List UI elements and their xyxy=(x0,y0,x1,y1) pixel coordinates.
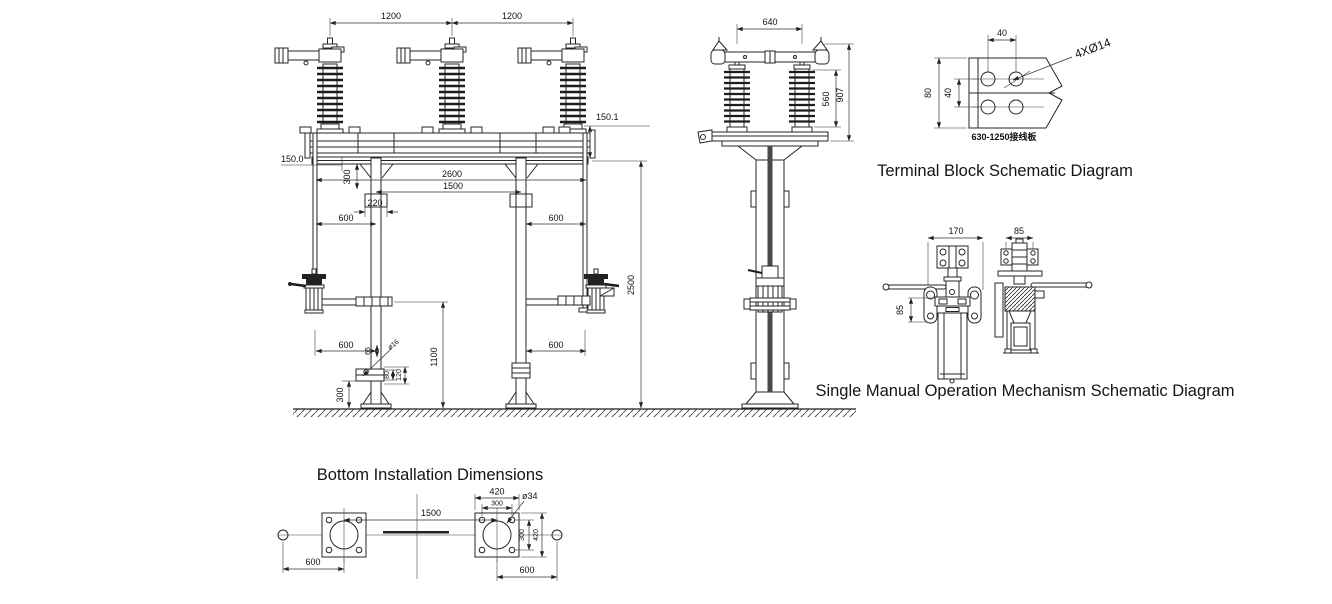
base-clamps xyxy=(299,126,571,134)
mounting-beam xyxy=(304,129,596,165)
terminal-hole xyxy=(1008,99,1024,115)
terminal-plate-label: 630-1250接线板 xyxy=(971,131,1037,142)
dim-bracket-height: 80 xyxy=(384,371,391,379)
dim-post-width: 220 xyxy=(367,198,382,208)
dim-post-spacing: 1500 xyxy=(443,181,463,191)
ground-bracket xyxy=(355,368,385,382)
operating-mechanism-right xyxy=(525,268,620,314)
dim-overall-height: 2500 xyxy=(626,275,636,295)
dim-600-upper-right: 600 xyxy=(548,213,563,223)
ground-line xyxy=(293,408,856,417)
dim-insulator-height: 560 xyxy=(821,91,831,106)
dim-600-lower-left: 600 xyxy=(338,340,353,350)
dim-600-upper-left: 600 xyxy=(338,213,353,223)
holes-note: 4XØ14 xyxy=(1073,35,1113,61)
dim-mech-front-width: 170 xyxy=(948,226,963,236)
side-base-frame xyxy=(697,129,829,161)
terminal-block-title: Terminal Block Schematic Diagram xyxy=(877,162,1133,180)
dim-hole-pitch-h: 40 xyxy=(997,28,1007,38)
dim-plate-height: 80 xyxy=(923,88,933,98)
dim-span-left: 1200 xyxy=(381,11,401,21)
dim-offset-top: 300 xyxy=(342,169,352,184)
dim-hole-pitch-v: 40 xyxy=(943,88,953,98)
top-blade xyxy=(710,37,830,65)
mechanism-title: Single Manual Operation Mechanism Schema… xyxy=(815,382,1234,400)
anchor-point-right xyxy=(551,529,563,541)
mechanism-side-view: 85 xyxy=(994,226,1093,354)
dim-side-overall-height: 907 xyxy=(835,87,845,102)
anchor-point-left xyxy=(277,529,289,541)
dim-top-width: 640 xyxy=(762,17,777,27)
front-view: 1200 1200 150.1 150.0 300 2600 1500 220 … xyxy=(273,11,856,417)
bottom-view-title: Bottom Installation Dimensions xyxy=(317,466,544,484)
dim-anchor-offset-right: 600 xyxy=(519,565,534,575)
bottom-installation-view: Bottom Installation Dimensions 1500 420 … xyxy=(277,466,563,581)
gusset-plates xyxy=(359,163,539,179)
dim-mech-side-width: 85 xyxy=(1014,226,1024,236)
dim-bracket-hole-dia: ø16 xyxy=(387,339,401,352)
side-insulator-rear xyxy=(787,60,817,134)
terminal-hole xyxy=(980,99,996,115)
dim-hole-pitch-h: 300 xyxy=(491,501,503,508)
mounting-plate-left xyxy=(321,507,367,563)
mechanism-front-view: 170 85 xyxy=(882,226,984,384)
insulator-phase-a xyxy=(273,36,346,135)
insulator-phase-b xyxy=(395,36,468,135)
dim-level-right: 150.1 xyxy=(596,112,619,122)
dim-plate-height-v: 420 xyxy=(533,529,540,541)
dim-600-lower-right: 600 xyxy=(548,340,563,350)
side-view-dimensions: 640 560 907 xyxy=(736,17,854,142)
operating-mechanism-left xyxy=(288,268,393,314)
insulator-phase-c xyxy=(516,36,589,135)
dim-mech-front-height: 85 xyxy=(895,305,905,315)
mechanism-diagram: 170 85 85 xyxy=(815,226,1234,400)
bottom-view-dimensions: 1500 420 300 ø34 300 420 600 600 xyxy=(282,487,558,581)
dim-span-right: 1200 xyxy=(502,11,522,21)
column-mechanism xyxy=(743,265,797,313)
support-posts xyxy=(360,157,537,409)
dim-hole-pitch-v: 300 xyxy=(519,529,526,541)
dim-anchor-offset-left: 600 xyxy=(305,557,320,567)
dim-base-offset: 300 xyxy=(335,387,345,402)
dim-bracket-total: 120 xyxy=(396,369,403,381)
front-view-dimensions: 1200 1200 150.1 150.0 300 2600 1500 220 … xyxy=(281,11,650,409)
dim-bracket-offset: 65 xyxy=(365,347,372,355)
dim-plate-width: 420 xyxy=(489,487,504,497)
side-view: 640 560 907 xyxy=(697,17,854,409)
connecting-shaft xyxy=(383,531,449,534)
dim-rod-height: 1100 xyxy=(429,347,439,366)
terminal-block-diagram: 40 80 40 4XØ14 630-1250接线板 Terminal Bloc… xyxy=(877,28,1133,180)
dim-pedestal-spacing: 1500 xyxy=(421,508,441,518)
dim-level-left: 150.0 xyxy=(281,154,304,164)
side-insulator-front xyxy=(722,60,752,134)
dim-frame-width: 2600 xyxy=(442,169,462,179)
dim-center-hole-dia: ø34 xyxy=(522,491,538,501)
